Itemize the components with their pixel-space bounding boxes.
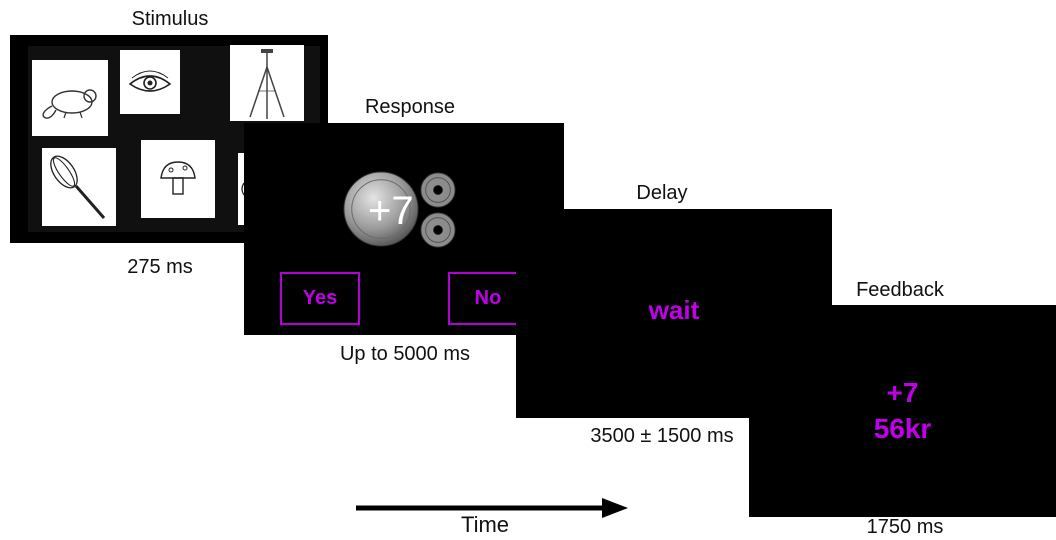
delay-wait-text: wait	[648, 295, 700, 325]
eye-card	[120, 50, 180, 114]
feedback-total: 56kr	[873, 413, 932, 444]
response-title: Response	[364, 96, 456, 118]
mushroom-icon	[160, 161, 196, 195]
time-arrow	[356, 498, 628, 518]
response-screen: +7 Yes No	[244, 123, 564, 335]
coin-icon	[343, 171, 419, 247]
feedback-duration: 1750 ms	[866, 516, 944, 538]
beaver-icon	[42, 89, 97, 119]
mushroom-card	[141, 140, 215, 218]
whisk-icon	[50, 155, 106, 219]
yes-button[interactable]: Yes	[280, 272, 360, 325]
feedback-screen: +7 56kr	[749, 305, 1056, 517]
tripod-card	[230, 45, 304, 121]
stimulus-duration: 275 ms	[127, 256, 193, 278]
whisk-card	[42, 148, 116, 226]
delay-title: Delay	[636, 182, 688, 204]
eye-icon	[128, 70, 172, 92]
delay-duration: 3500 ± 1500 ms	[590, 425, 734, 447]
feedback-gain: +7	[886, 377, 919, 408]
small-coin-icon	[420, 212, 456, 248]
small-coin-icon	[420, 172, 456, 208]
tripod-icon	[249, 49, 285, 119]
feedback-title: Feedback	[856, 279, 944, 301]
stimulus-title: Stimulus	[131, 8, 209, 30]
response-duration: Up to 5000 ms	[339, 343, 471, 365]
time-label: Time	[460, 512, 510, 537]
beaver-card	[32, 60, 108, 136]
reward-amount: +7	[368, 189, 414, 233]
partial-item-icon	[241, 182, 245, 196]
